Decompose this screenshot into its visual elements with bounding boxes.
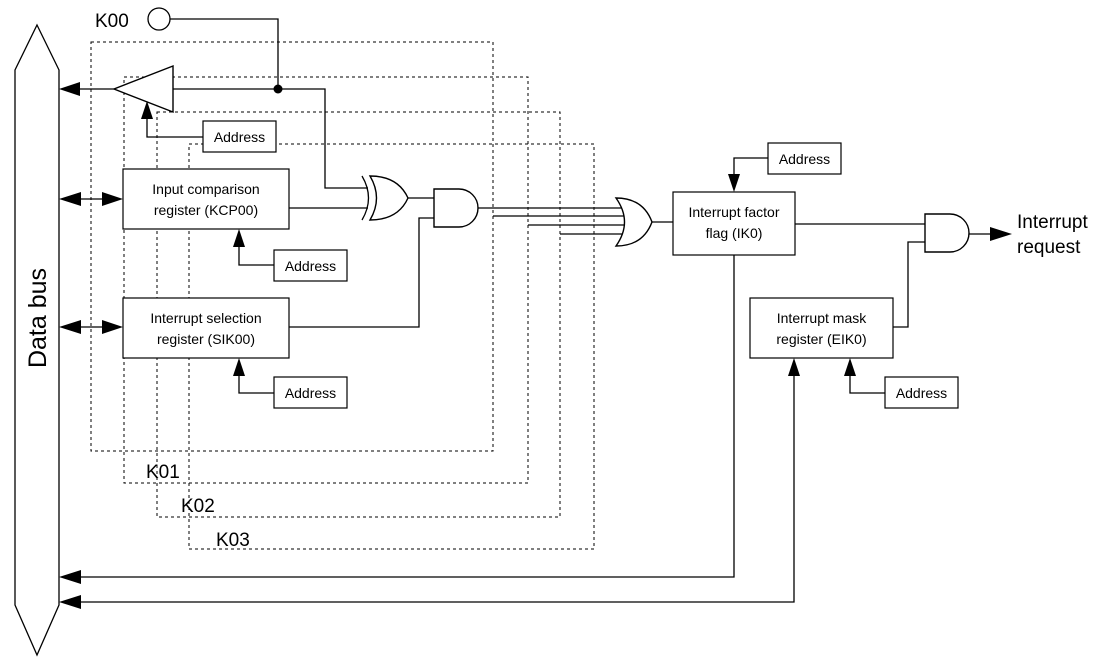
arrow-up [233, 358, 245, 376]
address-label: Address [285, 385, 336, 401]
address-box-eik [884, 376, 959, 409]
arrow-down [728, 174, 740, 192]
data-bus-label: Data bus [24, 268, 52, 368]
bidir-arrow-left [59, 320, 81, 334]
port-block-k00 [90, 41, 494, 452]
address-box-kcp [273, 249, 348, 282]
arrow-right [990, 227, 1012, 241]
bidir-arrow-left [59, 192, 81, 206]
port-block-k02: K02 [156, 111, 561, 518]
arrow-up [788, 358, 800, 376]
address-label: Address [285, 258, 336, 274]
arrow-up [844, 358, 856, 376]
or-gate [614, 197, 673, 247]
ik-label-line2: flag (IK0) [706, 225, 763, 241]
k00-to-xor-wire [278, 88, 368, 189]
address-label: Address [214, 129, 265, 145]
xor-gate [361, 175, 434, 221]
sik-label-line2: register (SIK00) [157, 331, 255, 347]
data-bus-shape [14, 23, 60, 657]
sik-label-line1: Interrupt selection [150, 310, 261, 326]
port-label-k01: K01 [146, 462, 180, 483]
interrupt-request-line2: request [1017, 237, 1081, 258]
ik-label-line1: Interrupt factor [688, 204, 779, 220]
bidir-arrow-right [102, 320, 123, 334]
eik-label-line2: register (EIK0) [776, 331, 866, 347]
port-label-k00: K00 [95, 11, 129, 32]
sik-box [122, 297, 290, 359]
interrupt-request-output: Interrupt request [1017, 212, 1088, 258]
address-box-ik [767, 142, 842, 175]
arrow-to-bus [59, 595, 81, 609]
output-and-gate [795, 213, 1012, 253]
eik-label-line1: Interrupt mask [777, 310, 867, 326]
eik-box [749, 297, 894, 359]
ik-box [672, 191, 796, 256]
address-box-sik [273, 376, 348, 409]
arrow-to-bus [59, 570, 81, 584]
arrow-up [233, 229, 245, 247]
kcp-box [122, 168, 290, 230]
port-output-lines [478, 207, 626, 235]
address-box-buffer [202, 120, 277, 153]
kcp-label-line1: Input comparison [152, 181, 259, 197]
bidir-arrow-right [102, 192, 123, 206]
port-label-k03: K03 [216, 530, 250, 551]
and-gate-port [433, 188, 479, 228]
buffer-triangle [112, 64, 174, 114]
arrow-up [141, 101, 153, 119]
data-bus: Data bus [14, 23, 60, 657]
input-buffer: Address [59, 64, 278, 153]
port-label-k02: K02 [181, 496, 215, 517]
kcp-label-line2: register (KCP00) [154, 202, 258, 218]
interrupt-mask-register: Interrupt mask register (EIK0) Address [59, 241, 959, 609]
arrow-to-bus [59, 82, 80, 96]
k00-input-pin: K00 [95, 7, 283, 94]
address-label: Address [779, 151, 830, 167]
interrupt-factor-flag: Interrupt factor flag (IK0) Address [59, 142, 842, 584]
port-block-k01: K01 [123, 76, 529, 484]
address-label: Address [896, 385, 947, 401]
interrupt-selection-register: Interrupt selection register (SIK00) Add… [59, 217, 434, 409]
k00-pin-circle [147, 7, 171, 31]
interrupt-request-line1: Interrupt [1017, 212, 1088, 233]
input-comparison-register: Input comparison register (KCP00) Addres… [59, 168, 368, 282]
